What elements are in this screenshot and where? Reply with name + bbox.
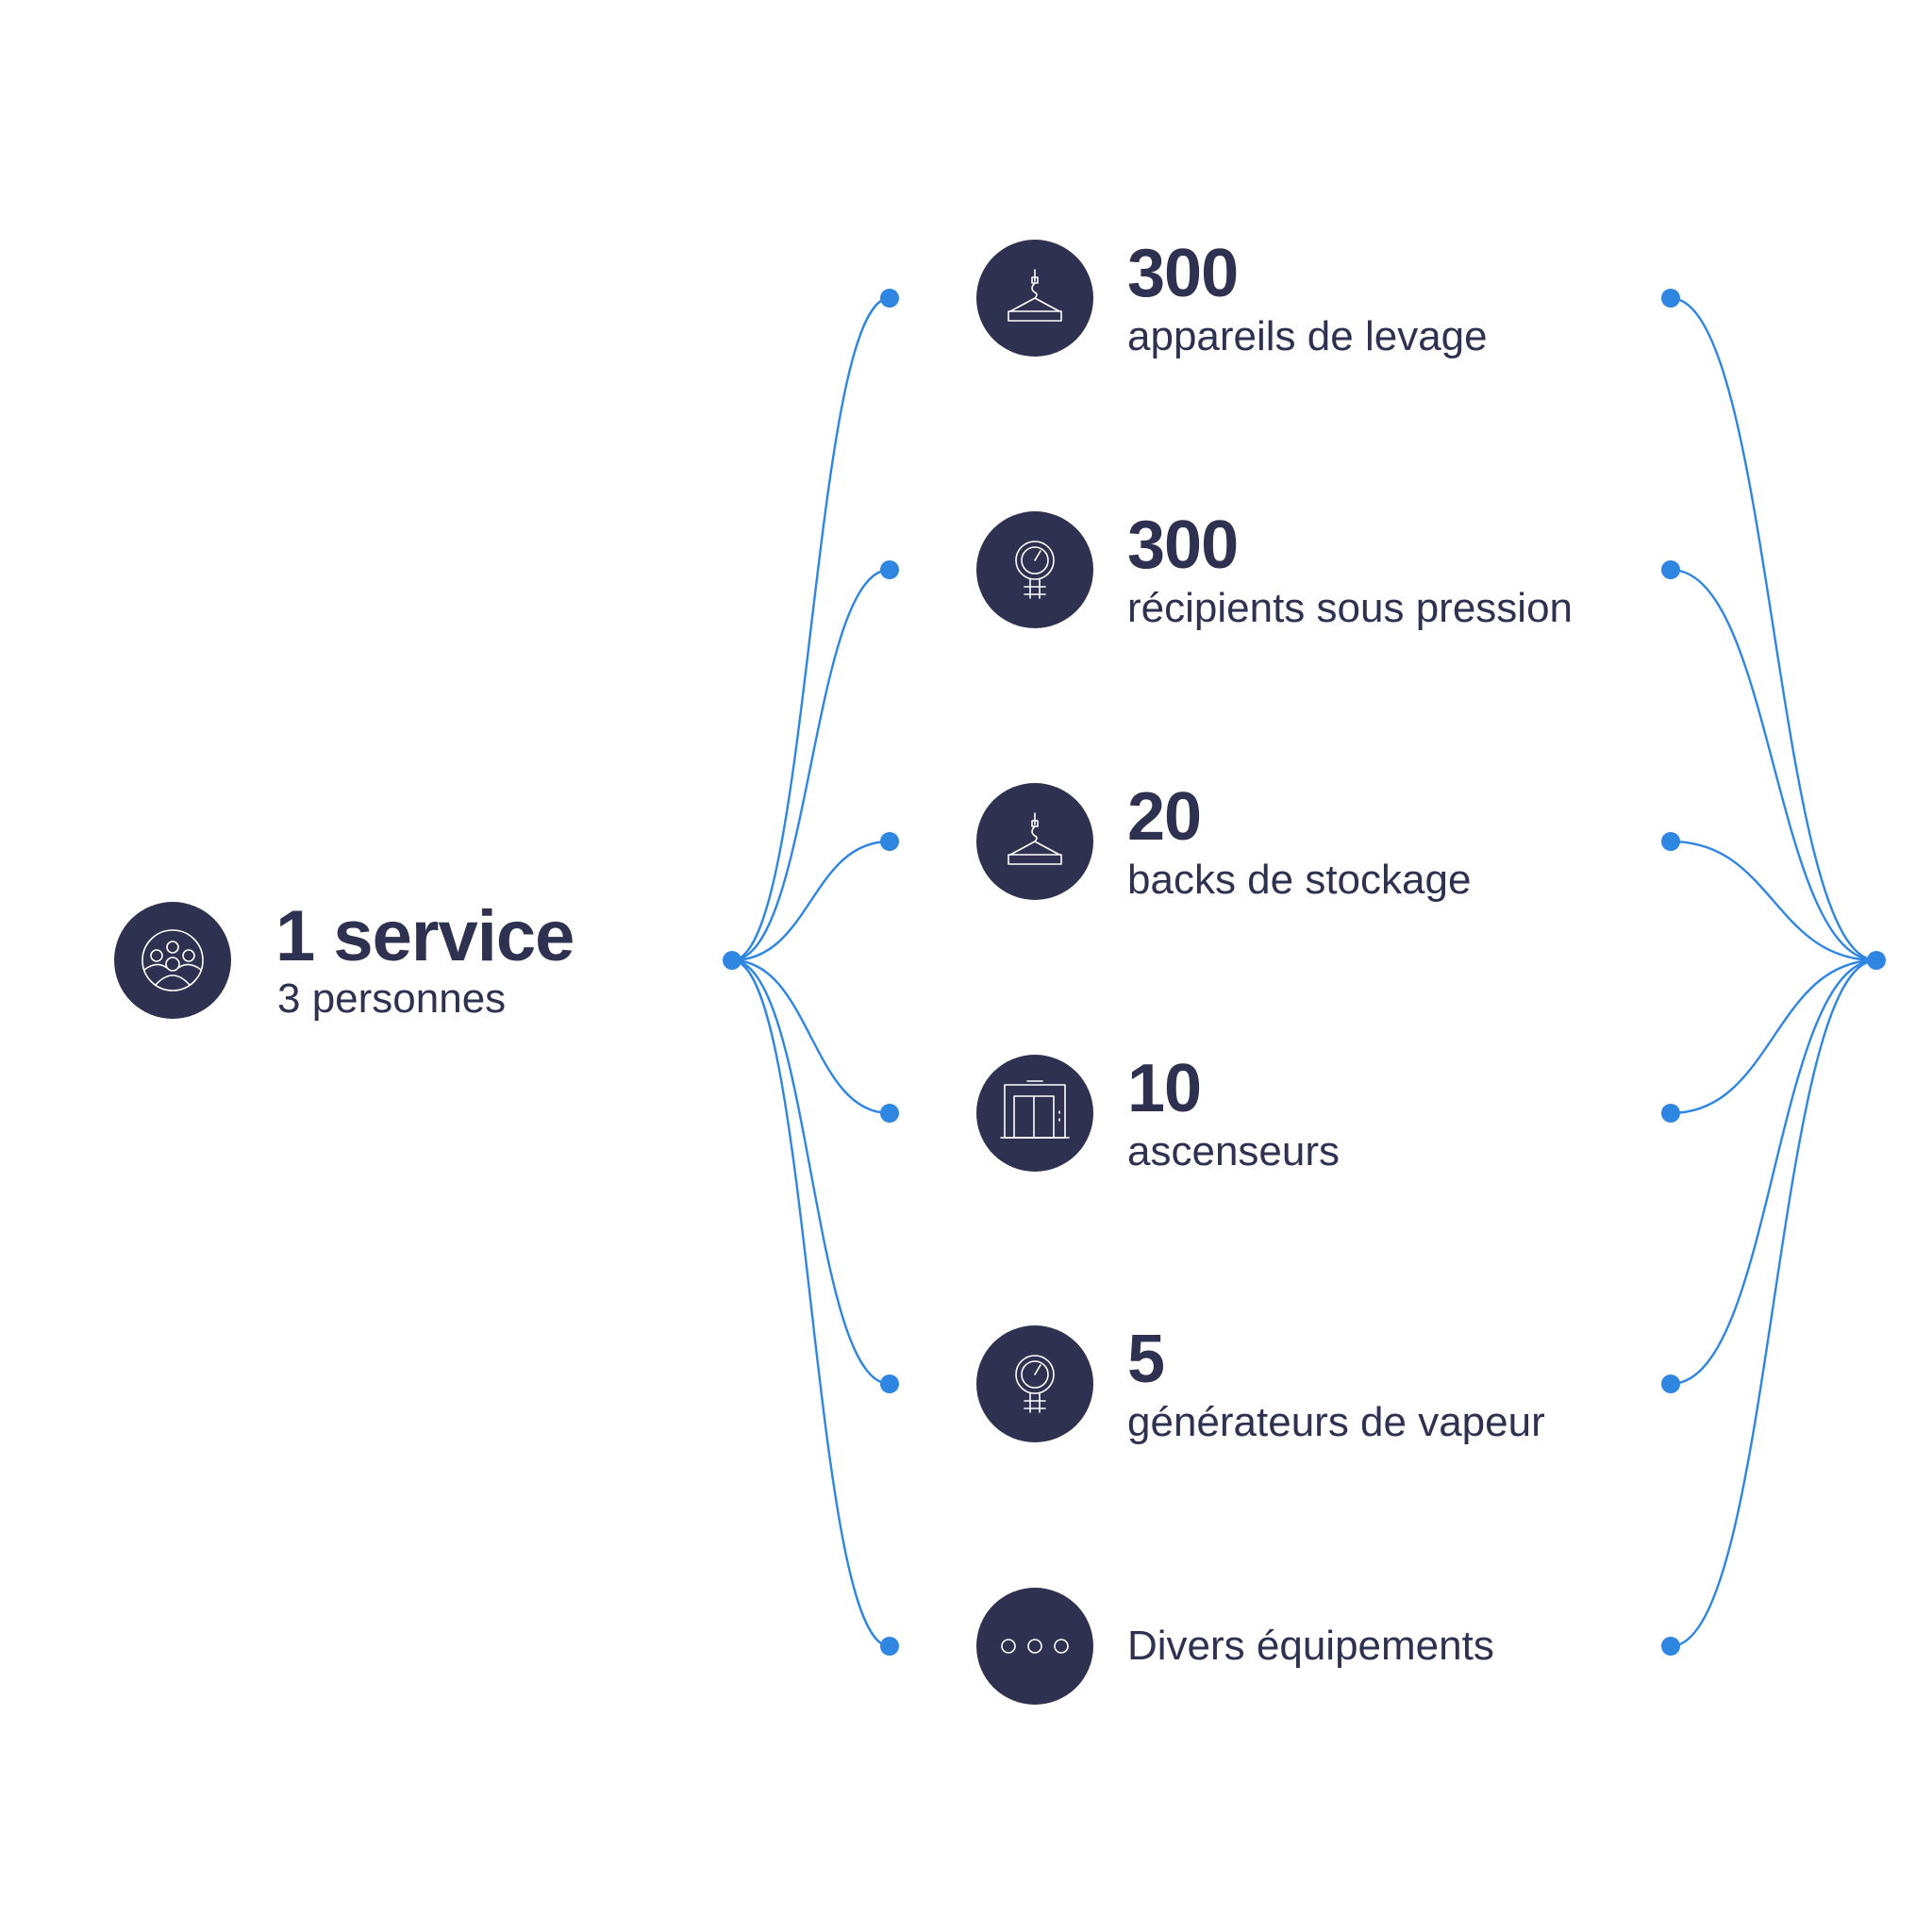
- right-connector-4: [1670, 958, 1877, 1115]
- people-group-icon: [142, 929, 204, 991]
- item-icon-5: [976, 1325, 1093, 1442]
- item-label-6: Divers équipements: [1127, 1623, 1494, 1669]
- left-node-dot-2: [880, 560, 899, 579]
- item-count-3: 20: [1127, 779, 1202, 855]
- left-connector-5: [731, 958, 891, 1386]
- left-node-dot-3: [880, 832, 899, 851]
- elevator-icon: [1000, 1080, 1070, 1139]
- left-node-dot-5: [880, 1374, 899, 1393]
- hub-icon-circle: [114, 902, 231, 1019]
- left-connector-2: [731, 568, 891, 962]
- right-connector-6: [1670, 958, 1877, 1648]
- hub-subtitle: 3 personnes: [277, 975, 507, 1022]
- item-label-5: générateurs de vapeur: [1127, 1399, 1545, 1445]
- more-dots-icon: [1001, 1639, 1069, 1654]
- item-icons: [976, 240, 1093, 1705]
- item-label-1: appareils de levage: [1127, 313, 1488, 359]
- right-node-dot-3: [1661, 832, 1680, 851]
- pressure-gauge-icon: [1015, 541, 1055, 599]
- right-node-dot-4: [1661, 1104, 1680, 1123]
- item-label-3: backs de stockage: [1127, 857, 1472, 903]
- right-node-dot-2: [1661, 560, 1680, 579]
- crane-hook-icon: [1008, 812, 1062, 865]
- item-icon-4: [976, 1055, 1093, 1172]
- left-node-dot-1: [880, 289, 899, 308]
- left-connector-6: [731, 958, 891, 1648]
- item-count-1: 300: [1127, 236, 1239, 311]
- right-connector-2: [1670, 568, 1877, 962]
- item-icon-6: [976, 1588, 1093, 1705]
- sink-junction-dot: [1867, 951, 1886, 970]
- right-node-dot-1: [1661, 289, 1680, 308]
- right-connector-5: [1670, 958, 1877, 1386]
- connector-lines: [723, 289, 1886, 1656]
- item-count-4: 10: [1127, 1051, 1202, 1126]
- item-count-5: 5: [1127, 1322, 1165, 1397]
- right-node-dot-5: [1661, 1374, 1680, 1393]
- left-connector-4: [731, 958, 891, 1115]
- item-count-2: 300: [1127, 508, 1239, 583]
- item-icon-1: [976, 240, 1093, 357]
- item-icon-3: [976, 783, 1093, 900]
- item-label-2: récipients sous pression: [1127, 585, 1574, 631]
- right-node-dot-6: [1661, 1637, 1680, 1656]
- left-node-dot-4: [880, 1104, 899, 1123]
- item-icon-2: [976, 511, 1093, 628]
- hub-junction-dot: [723, 951, 741, 970]
- item-label-4: ascenseurs: [1127, 1128, 1341, 1174]
- hub-node: [114, 902, 231, 1019]
- left-node-dot-6: [880, 1637, 899, 1656]
- crane-hook-icon: [1008, 269, 1062, 322]
- left-connector-3: [731, 840, 891, 962]
- hub-count: 1 service: [275, 896, 575, 976]
- right-connector-3: [1670, 840, 1877, 962]
- left-connector-1: [731, 296, 891, 962]
- pressure-gauge-icon: [1015, 1355, 1055, 1413]
- right-connector-1: [1670, 296, 1877, 962]
